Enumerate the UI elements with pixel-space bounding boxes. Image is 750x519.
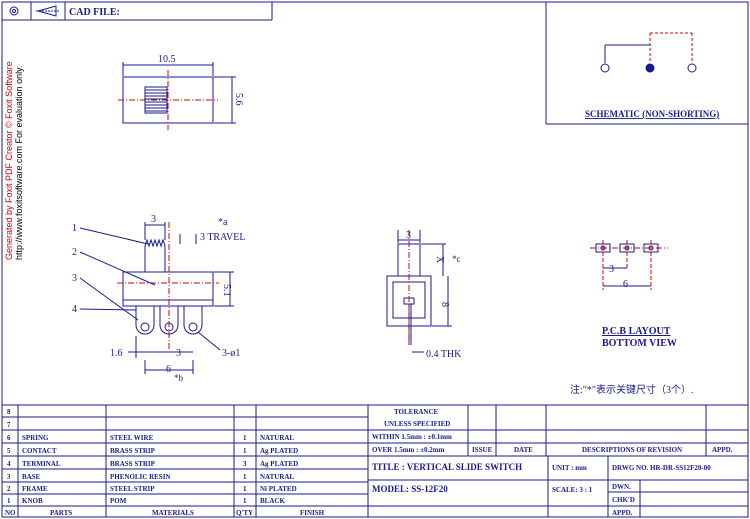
side-dim-pitch: 3 — [176, 348, 181, 359]
side-view: 3 *a 3 TRAVEL 5.1 1 2 3 4 1.6 3 3-ø1 6 *… — [72, 214, 245, 383]
bom-cell: 1 — [243, 447, 247, 455]
bom-cell: 8 — [7, 408, 11, 416]
travel-label: 3 TRAVEL — [200, 232, 245, 243]
bom-cell: 4 — [7, 460, 11, 468]
bom-cell: 1 — [243, 497, 247, 505]
bom-cell: SPRING — [22, 434, 49, 442]
bom-header: PARTS — [50, 509, 72, 517]
bom-cell: 1 — [243, 473, 247, 481]
within-label: WITHIN 1.5mm : ±0.1mm — [372, 433, 452, 441]
bom-rows: 8 7 6 SPRING STEEL WIRE 1 NATURAL 5 CONT… — [5, 408, 325, 517]
end-dim-height: 8 — [439, 302, 450, 307]
end-x-label: X — [434, 256, 445, 264]
schematic-box: SCHEMATIC (NON-SHORTING) — [545, 2, 748, 125]
bom-cell: Ag PLATED — [260, 460, 298, 468]
model-label: MODEL: SS-12F20 — [372, 484, 448, 494]
bom-header: FINISH — [300, 509, 325, 517]
drwg-label: DRWG NO. HR-DR-SS12F20-00 — [612, 464, 711, 472]
pcb-layout: 3 6 P.C.B LAYOUT BOTTOM VIEW — [590, 240, 677, 349]
bom-table — [2, 404, 748, 517]
top-dim-width: 10.5 — [158, 54, 176, 65]
bom-cell: BASE — [22, 473, 41, 481]
top-view: 10.5 5.6 — [118, 54, 244, 130]
end-view: 3 *c X 8 0.4 THK — [386, 230, 462, 360]
bom-cell: CONTACT — [22, 447, 57, 455]
bom-cell: PHENOLIC RESIN — [110, 473, 170, 481]
bom-cell: STEEL WIRE — [110, 434, 154, 442]
watermark: Generated by Foxit PDF Creator © Foxit S… — [4, 61, 24, 260]
top-dim-height: 5.6 — [233, 93, 244, 106]
tolerance-label: TOLERANCE — [394, 408, 439, 416]
desc-rev-label: DESCRIPTIONS OF REVISION — [582, 446, 682, 454]
end-thk-label: 0.4 THK — [426, 349, 462, 360]
bom-cell: 7 — [7, 421, 11, 429]
bom-header: NO — [5, 509, 16, 517]
side-dim-knob: 3 — [151, 214, 156, 225]
cad-file-label: CAD FILE: — [69, 7, 120, 18]
bom-cell: TERMINAL — [22, 460, 61, 468]
bom-cell: 6 — [7, 434, 11, 442]
schematic-label: SCHEMATIC (NON-SHORTING) — [585, 109, 719, 119]
bom-cell: NATURAL — [260, 434, 294, 442]
schematic-symbol — [600, 32, 697, 73]
bom-cell: 3 — [7, 473, 11, 481]
callout-2: 2 — [72, 247, 77, 258]
bom-cell: KNOB — [22, 497, 43, 505]
issue-label: ISSUE — [472, 446, 493, 454]
bom-cell: BLACK — [260, 497, 285, 505]
bom-cell: BRASS STRIP — [110, 460, 156, 468]
span-note: *b — [174, 373, 184, 383]
title-label: TITLE : VERTICAL SLIDE SWITCH — [372, 462, 522, 472]
appd-label: APPD. — [712, 446, 733, 454]
bom-cell: 2 — [7, 485, 11, 493]
side-dim-span: 6 — [166, 364, 171, 375]
bom-header: Q'TY — [236, 509, 253, 517]
key-dimension-note: 注:"*"表示关键尺寸（3个）. — [570, 383, 693, 396]
scale-label: SCALE: 3 : 1 — [552, 486, 593, 494]
date-label: DATE — [514, 446, 533, 454]
callout-1: 1 — [72, 223, 77, 234]
watermark-line1: Generated by Foxit PDF Creator © Foxit S… — [4, 61, 14, 260]
pcb-dim-span: 6 — [623, 279, 628, 290]
pcb-label2: BOTTOM VIEW — [602, 338, 677, 349]
unless-label: UNLESS SPECIFIED — [384, 420, 450, 428]
callout-4: 4 — [72, 304, 77, 315]
chkd-label: CHK'D — [612, 496, 635, 504]
bom-cell: FRAME — [22, 485, 48, 493]
watermark-line2: http://www.foxitsoftware.com For evaluat… — [14, 66, 24, 260]
projection-symbol-icon — [9, 5, 60, 17]
bom-cell: 1 — [243, 434, 247, 442]
dwn-label: DWN. — [612, 483, 631, 491]
bom-cell: 3 — [243, 460, 247, 468]
pcb-label1: P.C.B LAYOUT — [602, 326, 671, 337]
title-block: TOLERANCE UNLESS SPECIFIED WITHIN 1.5mm … — [372, 408, 733, 517]
side-dim-pin: 1.6 — [110, 348, 123, 359]
side-dim-hole: 3-ø1 — [222, 348, 240, 359]
callout-3: 3 — [72, 273, 77, 284]
bom-cell: POM — [110, 497, 127, 505]
bom-cell: 5 — [7, 447, 11, 455]
appd2-label: APPD. — [612, 509, 633, 517]
bom-cell: Ni PLATED — [260, 485, 297, 493]
bom-header: MATERIALS — [152, 509, 194, 517]
bom-cell: 1 — [7, 497, 11, 505]
bom-cell: Ag PLATED — [260, 447, 298, 455]
bom-cell: STEEL STRIP — [110, 485, 155, 493]
bom-cell: 1 — [243, 485, 247, 493]
over-label: OVER 1.5mm : ±0.2mm — [372, 446, 445, 454]
bom-cell: BRASS STRIP — [110, 447, 156, 455]
pcb-dim-pitch: 3 — [609, 264, 614, 275]
side-dim-height: 5.1 — [221, 284, 232, 297]
end-note-c: *c — [452, 254, 461, 264]
bom-cell: NATURAL — [260, 473, 294, 481]
unit-label: UNIT : mm — [552, 464, 587, 472]
end-dim-knob: 3 — [406, 230, 411, 241]
header-box: CAD FILE: — [2, 2, 273, 21]
travel-note: *a — [218, 217, 228, 228]
